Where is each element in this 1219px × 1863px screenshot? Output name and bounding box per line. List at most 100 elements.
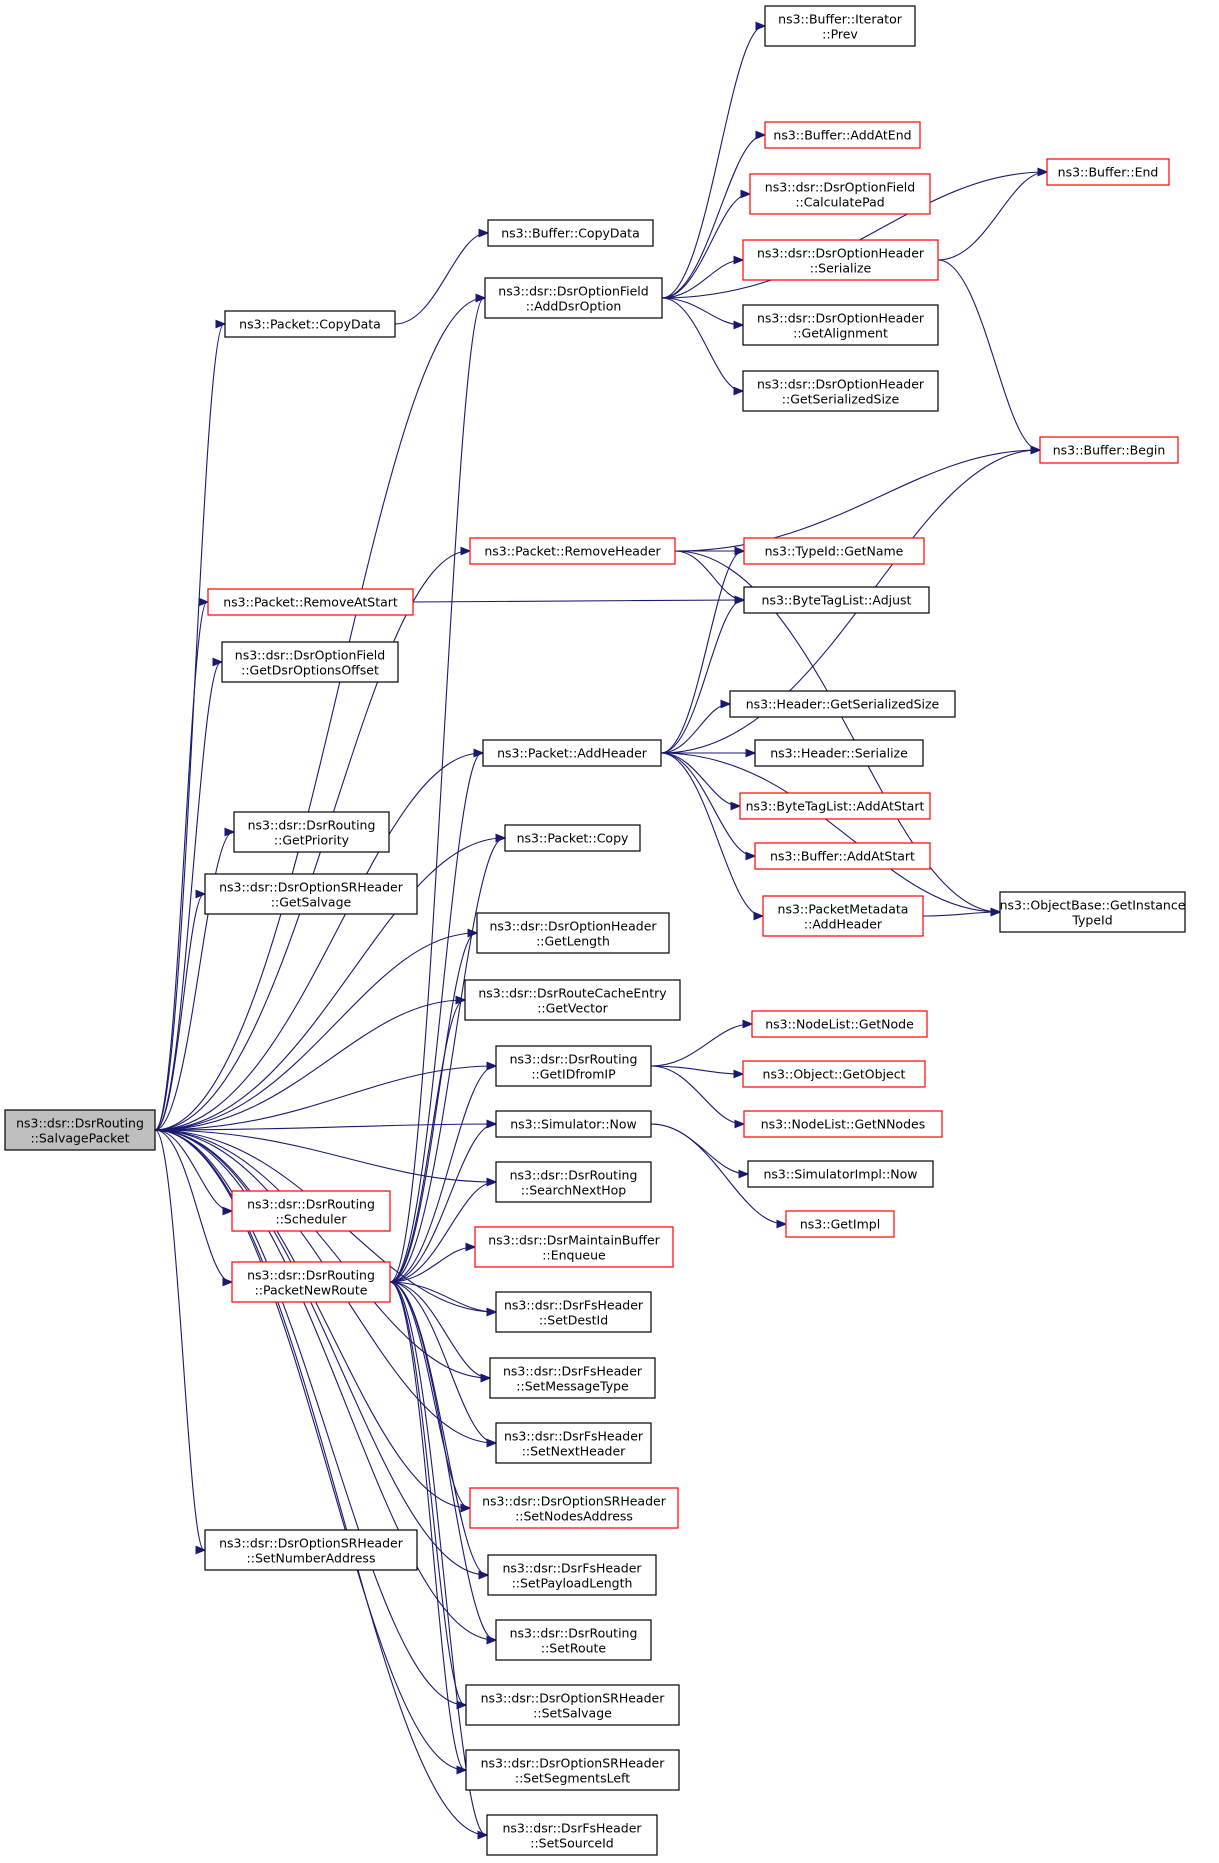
node-setnodesaddress[interactable]: ns3::dsr::DsrOptionSRHeader::SetNodesAdd… <box>469 1487 679 1529</box>
node-box <box>487 219 654 247</box>
call-edge <box>389 748 485 1283</box>
node-buf-prev[interactable]: ns3::Buffer::Iterator::Prev <box>764 5 916 47</box>
edge-path <box>154 932 477 1131</box>
node-label-line: ns3::dsr::DsrOptionSRHeader <box>219 880 404 895</box>
node-bytetag-adjust[interactable]: ns3::ByteTagList::Adjust <box>743 586 930 614</box>
edge-path <box>154 1129 470 1509</box>
node-box <box>754 739 924 767</box>
node-buf-copydata[interactable]: ns3::Buffer::CopyData <box>487 219 654 247</box>
edge-path <box>389 1181 496 1283</box>
node-scheduler[interactable]: ns3::dsr::DsrRouting::Scheduler <box>231 1190 391 1232</box>
node-setmessagetype[interactable]: ns3::dsr::DsrFsHeader::SetMessageType <box>489 1357 656 1399</box>
node-opthdr-getlength[interactable]: ns3::dsr::DsrOptionHeader::GetLength <box>476 912 670 954</box>
node-pkt-addheader[interactable]: ns3::Packet::AddHeader <box>482 739 662 767</box>
node-label-line: ns3::dsr::DsrOptionField <box>498 284 648 299</box>
node-getalignment[interactable]: ns3::dsr::DsrOptionHeader::GetAlignment <box>742 304 939 346</box>
node-label-line: ::SetSalvage <box>533 1706 612 1721</box>
node-setsalvage[interactable]: ns3::dsr::DsrOptionSRHeader::SetSalvage <box>465 1684 680 1726</box>
node-searchnexthop[interactable]: ns3::dsr::DsrRouting::SearchNextHop <box>495 1161 652 1203</box>
node-hdr-getserializedsize[interactable]: ns3::Header::GetSerializedSize <box>729 690 956 718</box>
call-edge <box>154 1129 207 1555</box>
node-opthdr-serialize[interactable]: ns3::dsr::DsrOptionHeader::Serialize <box>742 239 939 281</box>
edge-arrowhead <box>495 833 507 843</box>
call-edge <box>674 445 1042 552</box>
node-pm-addheader[interactable]: ns3::PacketMetadata::AddHeader <box>762 895 924 937</box>
node-pkt-copydata[interactable]: ns3::Packet::CopyData <box>224 310 396 338</box>
edge-arrowhead <box>456 1700 468 1710</box>
node-calcpad[interactable]: ns3::dsr::DsrOptionField::CalculatePad <box>749 173 931 215</box>
node-enqueue[interactable]: ns3::dsr::DsrMaintainBuffer::Enqueue <box>474 1226 674 1268</box>
node-getsalvage[interactable]: ns3::dsr::DsrOptionSRHeader::GetSalvage <box>204 873 418 915</box>
node-adddsroption[interactable]: ns3::dsr::DsrOptionField::AddDsrOption <box>484 277 663 319</box>
call-edge <box>389 1281 498 1448</box>
call-edge <box>660 699 732 754</box>
call-edge <box>661 189 752 299</box>
edge-arrowhead <box>720 699 732 709</box>
node-typeid-getname[interactable]: ns3::TypeId::GetName <box>743 537 925 565</box>
node-setroute[interactable]: ns3::dsr::DsrRouting::SetRoute <box>495 1619 652 1661</box>
edge-path <box>154 893 205 1131</box>
node-label-line: ::GetAlignment <box>793 326 888 341</box>
node-box <box>495 1291 652 1333</box>
node-label-line: ns3::Header::GetSerializedSize <box>746 697 940 712</box>
node-setdestid[interactable]: ns3::dsr::DsrFsHeader::SetDestId <box>495 1291 652 1333</box>
edge-path <box>389 999 465 1283</box>
node-getimpl[interactable]: ns3::GetImpl <box>785 1210 895 1238</box>
edge-arrowhead <box>738 1169 750 1179</box>
node-getvector[interactable]: ns3::dsr::DsrRouteCacheEntry::GetVector <box>464 979 681 1021</box>
node-nodelist-getnnodes[interactable]: ns3::NodeList::GetNNodes <box>743 1110 943 1138</box>
edge-path <box>937 259 1040 451</box>
edge-path <box>660 550 744 754</box>
node-buf-end[interactable]: ns3::Buffer::End <box>1046 158 1170 186</box>
node-label-line: ::GetPriority <box>274 833 350 848</box>
node-label-line: ns3::dsr::DsrFsHeader <box>504 1429 644 1444</box>
node-box <box>224 310 396 338</box>
node-setnextheader[interactable]: ns3::dsr::DsrFsHeader::SetNextHeader <box>495 1422 652 1464</box>
call-edge <box>154 293 487 1131</box>
node-buf-addatend[interactable]: ns3::Buffer::AddAtEnd <box>764 121 921 149</box>
node-removeatstart[interactable]: ns3::Packet::RemoveAtStart <box>207 588 414 616</box>
node-box <box>465 1749 680 1791</box>
node-label-line: ns3::GetImpl <box>800 1217 880 1232</box>
node-getpriority[interactable]: ns3::dsr::DsrRouting::GetPriority <box>233 811 390 853</box>
node-setpayloadlength[interactable]: ns3::dsr::DsrFsHeader::SetPayloadLength <box>487 1554 657 1596</box>
node-buf-begin[interactable]: ns3::Buffer::Begin <box>1039 436 1179 464</box>
edge-path <box>650 1065 744 1125</box>
edge-path <box>154 1129 496 1183</box>
node-buf-addatstart[interactable]: ns3::Buffer::AddAtStart <box>754 842 931 870</box>
node-sim-now[interactable]: ns3::Simulator::Now <box>495 1110 652 1138</box>
node-label-line: ns3::ByteTagList::Adjust <box>762 593 912 608</box>
edge-arrowhead <box>478 1570 490 1580</box>
node-label-line: ns3::dsr::DsrFsHeader <box>503 1364 643 1379</box>
node-label-line: ::SetSegmentsLeft <box>515 1771 630 1786</box>
call-edge <box>389 928 479 1283</box>
node-getidfromip[interactable]: ns3::dsr::DsrRouting::GetIDfromIP <box>495 1045 652 1087</box>
edge-path <box>660 752 1000 913</box>
call-edge <box>660 546 746 754</box>
node-label-line: ns3::dsr::DsrOptionField <box>235 648 385 663</box>
node-simimpl-now[interactable]: ns3::SimulatorImpl::Now <box>747 1160 934 1188</box>
call-edge <box>389 833 507 1283</box>
node-setsourceid[interactable]: ns3::dsr::DsrFsHeader::SetSourceId <box>486 1814 658 1856</box>
node-getserializedsize-opt[interactable]: ns3::dsr::DsrOptionHeader::GetSerialized… <box>742 370 939 412</box>
node-object-getobject[interactable]: ns3::Object::GetObject <box>742 1060 926 1088</box>
node-label-line: ns3::dsr::DsrOptionSRHeader <box>219 1536 404 1551</box>
node-label-line: ns3::Packet::Copy <box>517 831 629 846</box>
node-setnumberaddress[interactable]: ns3::dsr::DsrOptionSRHeader::SetNumberAd… <box>204 1529 418 1571</box>
node-bytetag-addatstart[interactable]: ns3::ByteTagList::AddAtStart <box>739 792 931 820</box>
node-nodelist-getnode[interactable]: ns3::NodeList::GetNode <box>751 1010 928 1038</box>
node-box <box>743 537 925 565</box>
node-box <box>743 586 930 614</box>
node-getdsroptionsoffset[interactable]: ns3::dsr::DsrOptionField::GetDsrOptionsO… <box>221 641 399 683</box>
node-removeheader[interactable]: ns3::Packet::RemoveHeader <box>469 537 676 565</box>
node-pkt-copy[interactable]: ns3::Packet::Copy <box>504 824 641 852</box>
node-salvage[interactable]: ns3::dsr::DsrRouting::SalvagePacket <box>4 1109 156 1151</box>
node-hdr-serialize[interactable]: ns3::Header::Serialize <box>754 739 924 767</box>
edge-arrowhead <box>755 130 767 140</box>
node-label-line: ::Prev <box>822 27 858 42</box>
node-box <box>231 1261 391 1303</box>
call-edge <box>660 595 746 754</box>
node-packetnewroute[interactable]: ns3::dsr::DsrRouting::PacketNewRoute <box>231 1261 391 1303</box>
node-setsegmentsleft[interactable]: ns3::dsr::DsrOptionSRHeader::SetSegments… <box>465 1749 680 1791</box>
